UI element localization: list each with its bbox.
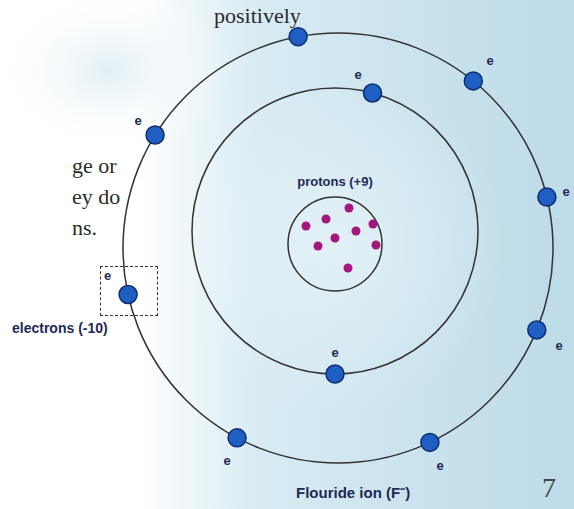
nucleus: protons (+9): [275, 174, 395, 294]
electron: [538, 188, 556, 206]
electron-label: e: [436, 458, 443, 473]
proton: [302, 222, 311, 231]
proton: [345, 204, 354, 213]
electron-label: e: [104, 268, 157, 283]
body-text: ey do: [72, 184, 120, 209]
page-number: 7: [542, 472, 556, 504]
nucleus-shape: [275, 174, 395, 294]
electron: [421, 433, 439, 451]
outer-orbit: [123, 33, 553, 463]
electron: [119, 286, 137, 304]
electron: [228, 429, 246, 447]
electrons-label: electrons (-10): [12, 320, 108, 336]
proton: [344, 264, 353, 273]
caption: Flouride ion (F⁻): [296, 484, 410, 501]
electron-label: e: [331, 345, 338, 360]
nucleus-outline: [288, 197, 382, 291]
electron-label: e: [562, 184, 569, 199]
electron: [364, 84, 382, 102]
protons-label: protons (+9): [275, 174, 395, 189]
proton: [369, 220, 378, 229]
electron-label: e: [223, 453, 230, 468]
inner-orbit: [192, 88, 478, 374]
proton: [352, 227, 361, 236]
electron-label: e: [134, 113, 141, 128]
proton: [314, 242, 323, 251]
body-text: positively: [214, 3, 301, 28]
body-text: ge or: [72, 153, 117, 178]
electron: [326, 365, 344, 383]
electron-label: e: [486, 53, 493, 68]
proton: [372, 241, 381, 250]
electron-label: e: [555, 338, 562, 353]
electron: [464, 72, 482, 90]
electron-callout-box: e: [100, 266, 158, 316]
electron-label: e: [354, 67, 361, 82]
electron: [289, 28, 307, 46]
body-text: ns.: [72, 215, 97, 240]
proton: [322, 215, 331, 224]
background-glow: [165, 75, 505, 415]
electron: [528, 321, 546, 339]
proton: [331, 234, 340, 243]
background-haze: [0, 0, 230, 155]
electron: [146, 126, 164, 144]
